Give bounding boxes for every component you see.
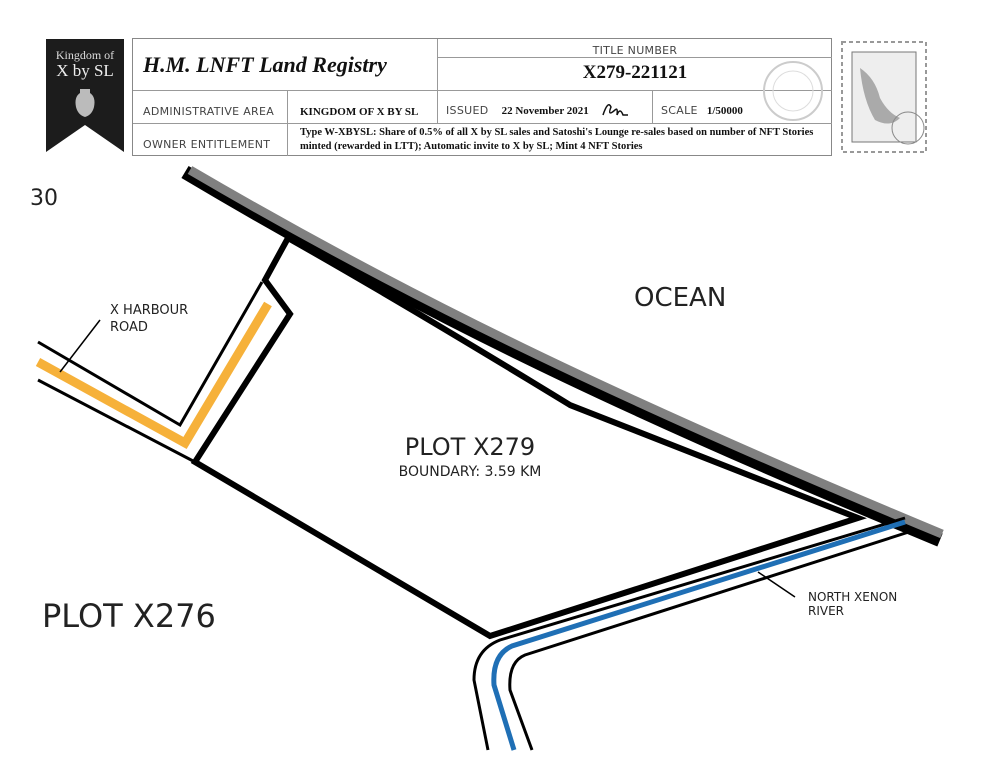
admin-area-label: ADMINISTRATIVE AREA	[143, 105, 275, 118]
scale-value: 1/50000	[706, 105, 743, 117]
river	[491, 519, 906, 751]
admin-area: KINGDOM OF X BY SL	[300, 106, 419, 118]
issued-date: 22 November 2021	[501, 105, 589, 117]
registry-title: H.M. LNFT Land Registry	[143, 52, 387, 77]
plot-boundary-length: BOUNDARY: 3.59 KM	[398, 464, 542, 480]
postage-stamp-icon	[841, 41, 927, 153]
badge-line2: X by SL	[56, 61, 114, 80]
issued-label: ISSUED	[446, 104, 489, 117]
coastline	[181, 165, 943, 547]
scale-label: SCALE	[661, 104, 698, 117]
river-bank	[508, 528, 916, 751]
plot-title: PLOT X279	[404, 433, 536, 461]
registry-header: H.M. LNFT Land Registry TITLE NUMBER X27…	[132, 38, 832, 156]
road-label: X HARBOUR ROAD	[110, 303, 189, 335]
river-label: NORTH XENON RIVER	[808, 590, 898, 618]
road-label-leader	[59, 319, 101, 373]
signature-icon	[602, 103, 628, 116]
neighbor-plot-label: PLOT X276	[42, 597, 216, 635]
road-yellow	[35, 301, 272, 450]
owner-entitlement-label: OWNER ENTITLEMENT	[143, 138, 271, 151]
river-bank	[472, 516, 906, 751]
ocean-label: OCEAN	[634, 283, 727, 313]
road-edge	[37, 281, 264, 428]
title-number-label: TITLE NUMBER	[592, 44, 678, 57]
plot-boundary	[190, 233, 867, 640]
title-number: X279-221121	[582, 62, 688, 83]
road-edge	[37, 378, 196, 464]
partial-plot-label: 30	[30, 186, 58, 211]
seal-stamp-icon	[763, 61, 823, 121]
coastline-gray	[187, 166, 944, 539]
river-label-leader	[757, 571, 796, 598]
kingdom-badge-logo: Kingdom of X by SL	[46, 39, 124, 152]
owner-entitlement: Type W-XBYSL: Share of 0.5% of all X by …	[300, 127, 814, 152]
badge-line1: Kingdom of	[55, 48, 115, 62]
